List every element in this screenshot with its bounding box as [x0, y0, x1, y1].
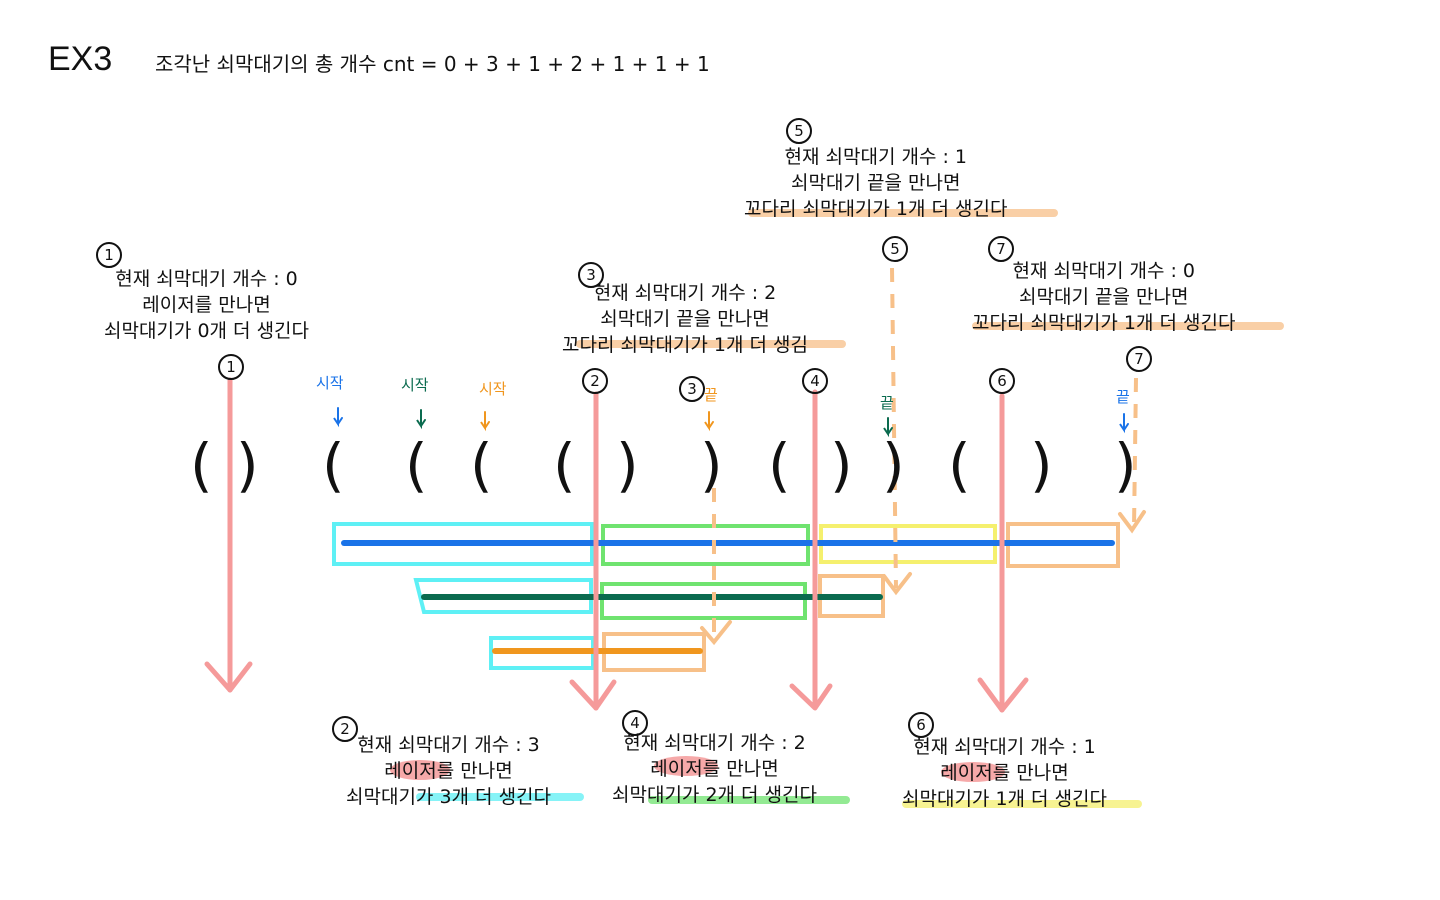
note-6-line-1: 현재 쇠막대기 개수 : 1	[913, 736, 1096, 758]
note-4-line-2: 레이저를 만나면	[650, 758, 779, 780]
end-dashed-arrowheads	[700, 510, 1146, 646]
hl-laser-n4	[654, 756, 718, 776]
laser-2-number: 2	[582, 368, 608, 394]
paren-12: (	[948, 431, 971, 499]
hl-laser-n6	[941, 762, 1005, 782]
note-6: 6 현재 쇠막대기 개수 : 1 레이저를 만나면 쇠막대기가 1개 더 생긴다	[902, 712, 1108, 812]
laser-2-head	[569, 679, 617, 711]
paren-2: )	[236, 431, 259, 499]
highlight-strokes	[416, 209, 1284, 808]
paren-9: (	[768, 431, 791, 499]
end-arrow-5-head	[882, 572, 912, 596]
end-arrow-5-mark	[883, 417, 893, 438]
note-1: 1 현재 쇠막대기 개수 : 0 레이저를 만나면 쇠막대기가 0개 더 생긴다	[96, 242, 310, 344]
piece-box-green-2	[600, 582, 807, 620]
laser-4-head	[789, 683, 833, 711]
start-label-2: 시작	[401, 376, 429, 394]
note-6-number: 6	[908, 712, 934, 738]
end-arrow-5-line	[890, 267, 898, 589]
laser-word-highlights	[390, 756, 1005, 782]
end-dashed-arrows	[712, 267, 1138, 640]
paren-11: )	[882, 431, 905, 499]
example-title: EX3	[48, 40, 113, 78]
end-label-7: 끝	[1116, 388, 1130, 406]
paren-4: (	[405, 431, 428, 499]
note-2-line-2: 레이저를 만나면	[384, 760, 513, 782]
start-arrow-3	[480, 411, 490, 432]
laser-6-number: 6	[989, 368, 1015, 394]
end-label-3: 끝	[704, 386, 718, 404]
hl-laser-n2	[390, 760, 450, 780]
note-5-line-1: 현재 쇠막대기 개수 : 1	[784, 146, 968, 168]
piece-box-cyan-2	[413, 578, 593, 614]
note-2: 2 현재 쇠막대기 개수 : 3 레이저를 만나면 쇠막대기가 3개 더 생긴다	[332, 716, 552, 810]
paren-8: )	[700, 431, 723, 499]
laser-1-head	[204, 661, 253, 693]
laser-1-number: 1	[218, 354, 244, 380]
note-1-line-3: 쇠막대기가 0개 더 생긴다	[104, 320, 310, 342]
note-7-line-3: 꼬다리 쇠막대기가 1개 더 생긴다	[972, 312, 1236, 334]
note-7-line-2: 쇠막대기 끝을 만나면	[1019, 286, 1189, 308]
end-arrow-7-mark	[1119, 413, 1129, 434]
note-3-line-2: 쇠막대기 끝을 만나면	[600, 308, 770, 330]
note-5-line-2: 쇠막대기 끝을 만나면	[791, 172, 961, 194]
paren-10: )	[830, 431, 853, 499]
paren-7: )	[616, 431, 639, 499]
note-4-line-1: 현재 쇠막대기 개수 : 2	[623, 732, 806, 754]
marker-arrows	[333, 407, 1129, 438]
end-arrow-3-head	[700, 620, 732, 646]
note-3-line-3: 꼬다리 쇠막대기가 1개 더 생김	[562, 334, 809, 356]
start-arrow-2	[416, 409, 426, 430]
note-4-number: 4	[622, 710, 648, 736]
note-2-line-1: 현재 쇠막대기 개수 : 3	[357, 734, 540, 756]
end-5-number: 5	[882, 236, 908, 262]
end-7-number: 7	[1126, 346, 1152, 372]
note-1-number: 1	[96, 242, 122, 268]
note-2-line-3: 쇠막대기가 3개 더 생긴다	[346, 786, 552, 808]
start-label-3: 시작	[479, 380, 507, 398]
end-arrow-3-mark	[704, 411, 714, 432]
paren-5: (	[470, 431, 493, 499]
note-3: 3 현재 쇠막대기 개수 : 2 쇠막대기 끝을 만나면 꼬다리 쇠막대기가 1…	[562, 262, 809, 358]
note-3-line-1: 현재 쇠막대기 개수 : 2	[593, 282, 777, 304]
cnt-formula: 조각난 쇠막대기의 총 개수 cnt = 0 + 3 + 1 + 2 + 1 +…	[155, 52, 710, 76]
laser-arrows	[204, 377, 1029, 713]
end-3-number: 3	[679, 376, 705, 402]
laser-4-number: 4	[802, 368, 828, 394]
paren-14: )	[1114, 431, 1137, 499]
note-5: 5 현재 쇠막대기 개수 : 1 쇠막대기 끝을 만나면 꼬다리 쇠막대기가 1…	[744, 118, 1008, 222]
end-label-5: 끝	[880, 394, 894, 412]
note-1-line-2: 레이저를 만나면	[142, 294, 271, 316]
note-1-line-1: 현재 쇠막대기 개수 : 0	[115, 268, 298, 290]
note-5-line-3: 꼬다리 쇠막대기가 1개 더 생긴다	[744, 198, 1008, 220]
note-2-number: 2	[332, 716, 358, 742]
note-7: 7 현재 쇠막대기 개수 : 0 쇠막대기 끝을 만나면 꼬다리 쇠막대기가 1…	[972, 236, 1236, 336]
paren-6: (	[553, 431, 576, 499]
paren-13: )	[1030, 431, 1053, 499]
start-label-1: 시작	[316, 374, 344, 392]
piece-boxes	[332, 522, 1120, 672]
note-5-number: 5	[786, 118, 812, 144]
note-6-line-2: 레이저를 만나면	[940, 762, 1069, 784]
note-7-line-1: 현재 쇠막대기 개수 : 0	[1012, 260, 1196, 282]
paren-3: (	[322, 431, 345, 499]
end-arrow-7-head	[1118, 510, 1146, 534]
note-6-line-3: 쇠막대기가 1개 더 생긴다	[902, 788, 1108, 810]
note-4-line-3: 쇠막대기가 2개 더 생긴다	[612, 784, 818, 806]
laser-6-head	[977, 677, 1029, 713]
note-7-number: 7	[988, 236, 1014, 262]
note-4: 4 현재 쇠막대기 개수 : 2 레이저를 만나면 쇠막대기가 2개 더 생긴다	[612, 710, 818, 808]
start-arrow-1	[333, 407, 343, 428]
paren-1: (	[190, 431, 213, 499]
note-3-number: 3	[578, 262, 604, 288]
